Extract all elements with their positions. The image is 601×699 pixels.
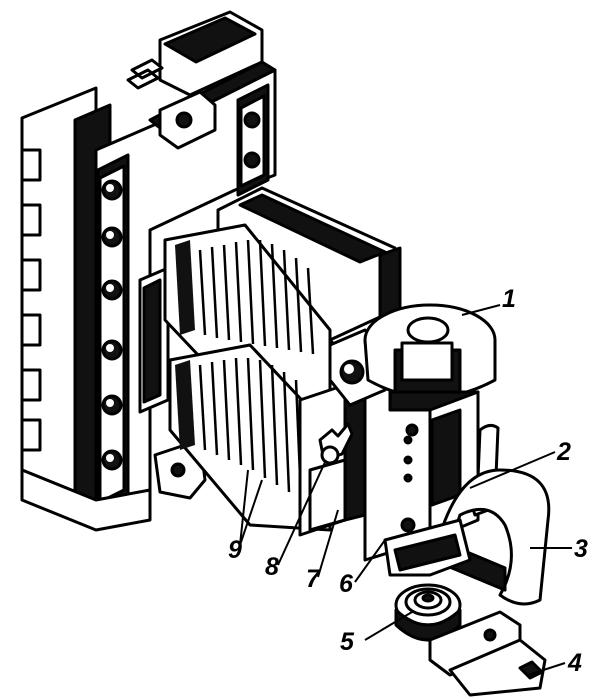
callout-2: 2 <box>557 438 571 466</box>
callout-8: 8 <box>265 553 279 581</box>
back-frame <box>20 10 277 532</box>
callout-1: 1 <box>502 285 516 313</box>
callout-4: 4 <box>568 649 582 677</box>
callout-5: 5 <box>340 628 354 656</box>
lever <box>428 610 547 697</box>
spring <box>383 518 472 642</box>
callout-7: 7 <box>306 565 320 593</box>
callout-9: 9 <box>228 536 242 564</box>
leader-lines <box>239 304 572 676</box>
callout-3: 3 <box>574 535 588 563</box>
arc-chute-plates <box>163 223 332 532</box>
callout-6: 6 <box>339 570 353 598</box>
coil-ring <box>363 303 497 412</box>
